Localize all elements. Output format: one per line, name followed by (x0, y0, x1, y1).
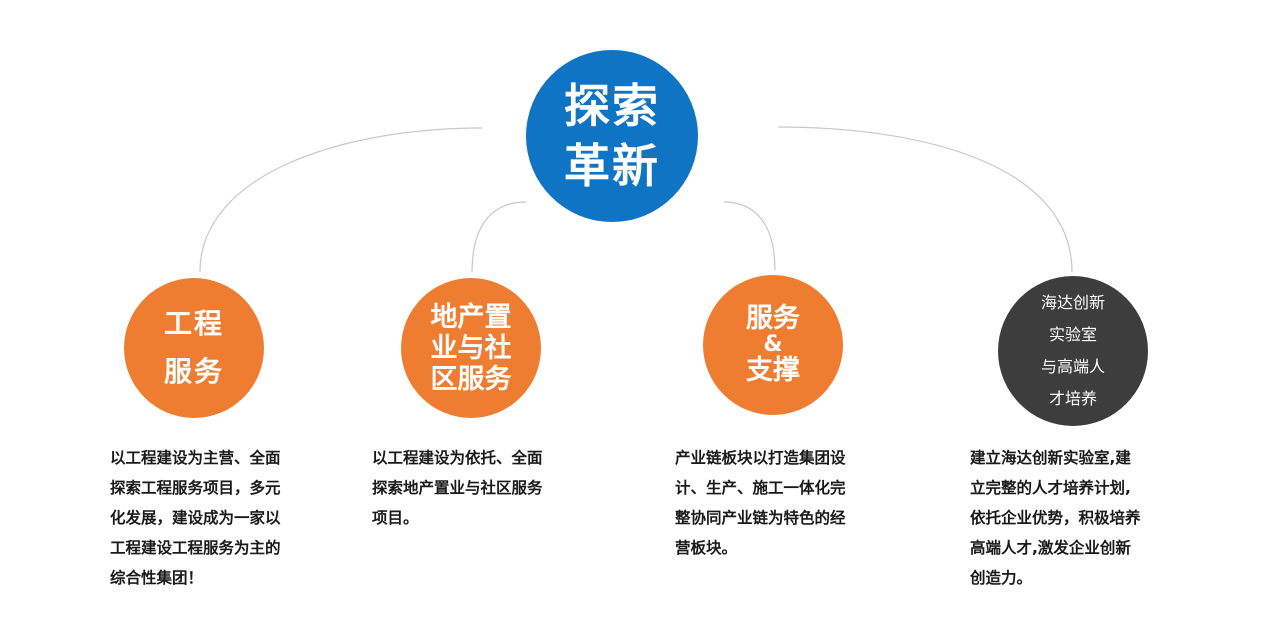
node-service-support: 服务 & 支撑 (703, 275, 843, 415)
connector-line-4 (777, 126, 1073, 273)
node-1-desc-line: 工程建设工程服务为主的 (110, 539, 281, 557)
node-3-desc-line: 产业链板块以打造集团设 (675, 449, 846, 467)
node-4-description: 建立海达创新实验室,建 立完整的人才培养计划, 依托企业优势，积极培养 高端人才… (970, 443, 1141, 593)
node-1-desc-line: 化发展，建设成为一家以 (110, 509, 281, 527)
node-2-desc-line: 项目。 (372, 509, 419, 527)
node-2-desc-line: 探索地产置业与社区服务 (372, 479, 543, 497)
node-4-desc-line: 高端人才,激发企业创新 (970, 539, 1131, 557)
node-4-desc-line: 依托企业优势，积极培养 (970, 509, 1141, 527)
node-real-estate-community: 地产置 业与社 区服务 (401, 278, 541, 418)
node-3-desc-line: 整协同产业链为特色的经 (675, 509, 846, 527)
node-1-label-line-1: 工程 (163, 307, 224, 340)
node-4-desc-line: 立完整的人才培养计划, (970, 479, 1131, 497)
node-innovation-lab: 海达创新 实验室 与高端人 才培养 (998, 276, 1148, 426)
node-1-desc-line: 探索工程服务项目，多元 (110, 479, 281, 497)
node-4-desc-line: 建立海达创新实验室,建 (970, 449, 1131, 467)
node-3-label-line-3: 支撑 (746, 355, 800, 386)
node-3-label-line-2: & (763, 332, 783, 357)
center-circle-explore-innovate: 探索 革新 (526, 50, 698, 222)
node-3-desc-line: 计、生产、施工一体化完 (675, 479, 846, 497)
connector-line-3 (723, 201, 776, 271)
node-1-desc-line: 综合性集团！ (110, 569, 204, 587)
node-2-description: 以工程建设为依托、全面 探索地产置业与社区服务 项目。 (372, 443, 543, 533)
node-engineering-services: 工程 服务 (124, 278, 264, 418)
node-1-label-line-2: 服务 (163, 355, 224, 388)
node-4-label-line-3: 与高端人 (1040, 357, 1105, 376)
connector-line-2 (471, 201, 527, 273)
node-4-label-line-2: 实验室 (1048, 325, 1097, 344)
node-1-description: 以工程建设为主营、全面 探索工程服务项目，多元 化发展，建设成为一家以 工程建设… (110, 443, 281, 593)
node-4-label-line-4: 才培养 (1048, 389, 1097, 408)
node-3-description: 产业链板块以打造集团设 计、生产、施工一体化完 整协同产业链为特色的经 营板块。 (675, 443, 846, 563)
node-4-label-line-1: 海达创新 (1040, 293, 1105, 312)
node-1-desc-line: 以工程建设为主营、全面 (110, 449, 281, 467)
center-label-line-2: 革新 (564, 139, 660, 193)
node-2-label-line-1: 地产置 (430, 301, 512, 333)
connector-line-1 (199, 127, 483, 273)
node-3-desc-line: 营板块。 (675, 539, 738, 557)
node-3-label-line-1: 服务 (746, 303, 800, 334)
node-2-desc-line: 以工程建设为依托、全面 (372, 449, 543, 467)
center-label-line-1: 探索 (564, 79, 660, 133)
node-4-desc-line: 创造力。 (970, 569, 1033, 587)
node-2-label-line-3: 区服务 (430, 363, 512, 395)
node-2-label-line-2: 业与社 (430, 332, 512, 364)
